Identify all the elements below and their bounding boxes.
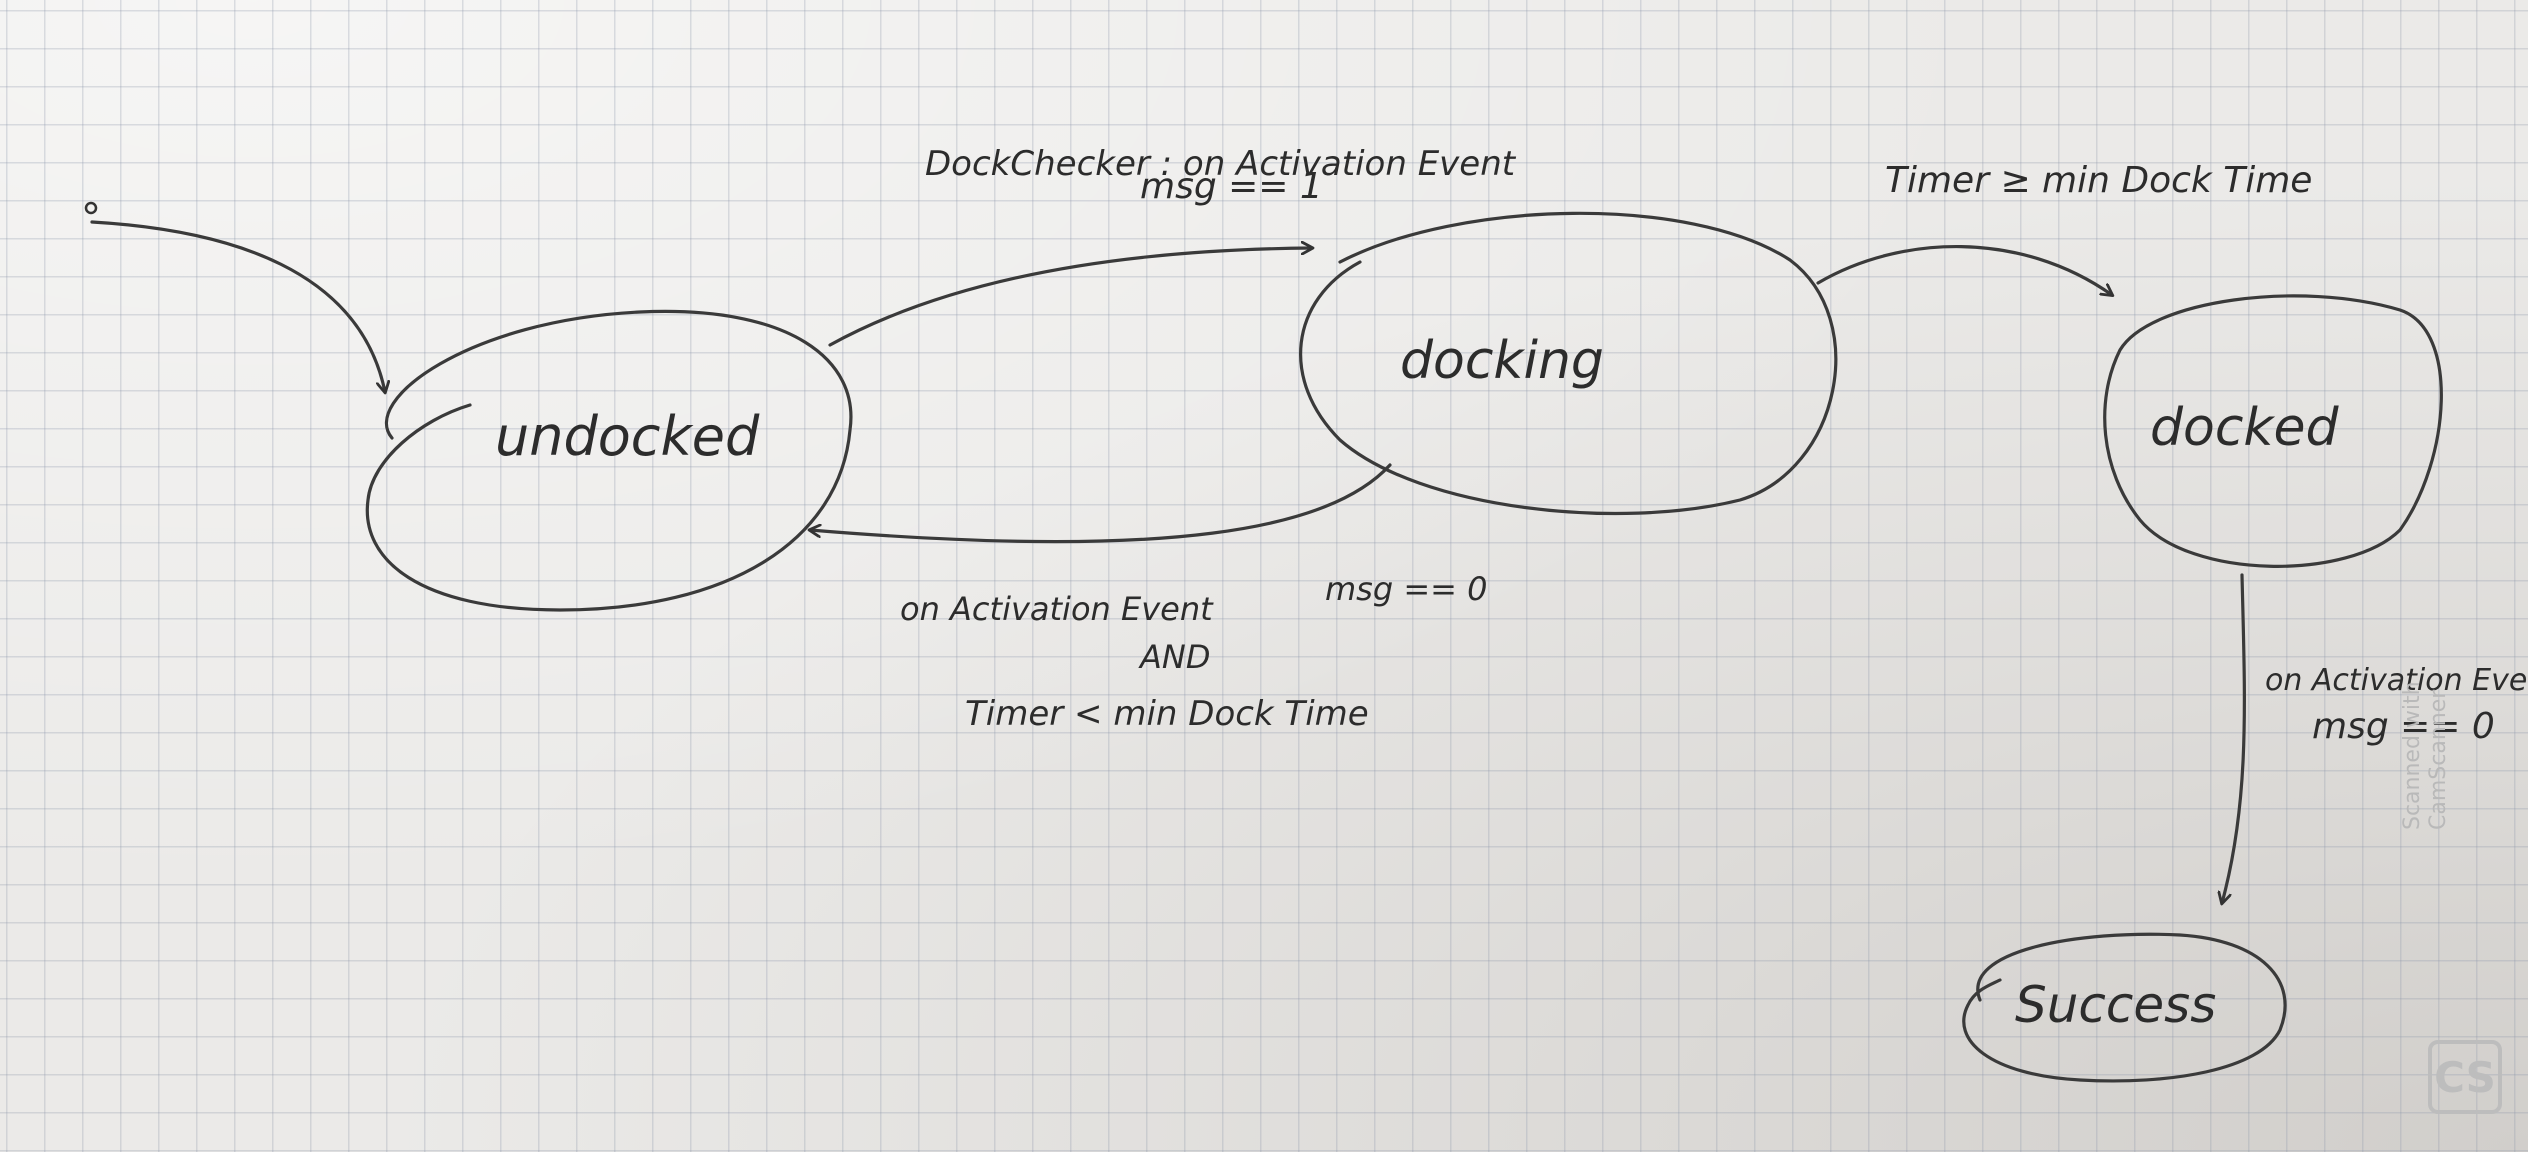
state-docking: docking: [1299, 211, 1838, 516]
state-label-success: Success: [2015, 976, 2216, 1034]
label-undocked-to-docking-line2: msg == 1: [1140, 166, 1323, 207]
label-docked-to-success-line1: on Activation Eve: [2265, 663, 2527, 698]
initial-arrow: [90, 220, 385, 392]
label-docking-to-undocked-line3: Timer < min Dock Time: [965, 694, 1369, 734]
watermark-line1: Scanned with: [2400, 681, 2425, 830]
label-docking-to-undocked-line2: AND: [1138, 638, 1210, 676]
state-docked: docked: [2103, 294, 2443, 568]
arrow-docking-to-docked: [1816, 245, 2112, 295]
arrow-docking-to-undocked: [810, 463, 1392, 544]
scanner-watermark-text: Scanned with CamScanner: [2400, 630, 2452, 830]
arrow-docked-to-success: [2222, 573, 2246, 903]
state-label-docked: docked: [2150, 398, 2340, 458]
label-docked-to-success-line2: msg == 0: [2312, 706, 2495, 747]
label-docking-to-undocked-line1: on Activation Event: [900, 590, 1214, 628]
initial-state-dot: [84, 201, 98, 215]
arrow-undocked-to-docking: [828, 248, 1312, 347]
state-label-docking: docking: [1400, 331, 1604, 391]
label-docking-to-undocked-line1b: msg == 0: [1325, 570, 1487, 608]
watermark-line2: CamScanner: [2426, 689, 2451, 830]
label-docking-to-docked: Timer ≥ min Dock Time: [1885, 160, 2312, 201]
label-undocked-to-docking-line1: DockChecker : on Activation Event: [925, 144, 1517, 184]
state-label-undocked: undocked: [495, 405, 760, 468]
state-success: Success: [1962, 932, 2287, 1083]
scanner-logo-icon: CS: [2428, 1040, 2502, 1114]
state-undocked: undocked: [365, 309, 853, 612]
